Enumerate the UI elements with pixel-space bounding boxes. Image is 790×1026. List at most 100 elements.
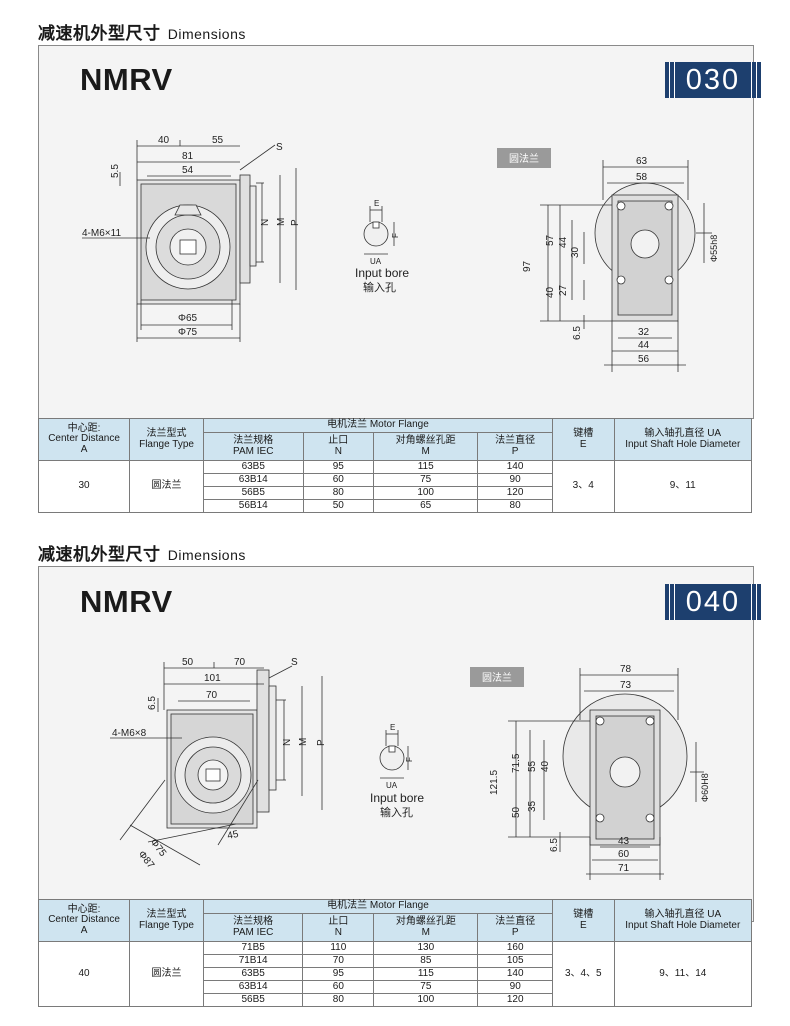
input-bore-cn: 输入孔 [380, 805, 413, 819]
dim-label: 71 [618, 863, 630, 874]
dim-label: 6.5 [549, 838, 560, 852]
cell-n: 70 [302, 954, 375, 968]
bore-label-f: F [391, 233, 400, 238]
dim-label: 78 [620, 664, 632, 675]
cell-m: 75 [373, 473, 479, 487]
bore-label-ua: UA [386, 781, 398, 790]
dim-label: 35 [527, 800, 538, 812]
dim-label: N [260, 219, 271, 226]
cell-n: 95 [302, 967, 375, 981]
cell-n: 50 [302, 499, 375, 513]
section-title-cn: 减速机外型尺寸 [38, 24, 161, 43]
technical-drawing: 圆法兰 40 55 81 54 5.5 S 4-M6×11 N M P Φ65 … [82, 135, 719, 372]
cell-pam: 63B5 [202, 967, 304, 981]
cell-p: 90 [477, 473, 553, 487]
dim-label: M [298, 738, 309, 746]
flange-tag: 圆法兰 [482, 671, 512, 684]
dim-label: Φ60H8 [700, 773, 710, 802]
cell-pam: 63B14 [202, 980, 304, 994]
bore-label-f: F [405, 757, 414, 762]
dim-label: Φ55h8 [709, 235, 719, 262]
dim-label: 40 [158, 135, 170, 146]
dim-label: 6.5 [147, 696, 158, 710]
section-title-cn: 减速机外型尺寸 [38, 545, 161, 564]
cell-p: 140 [477, 967, 553, 981]
section-title-en: Dimensions [167, 547, 246, 563]
dim-label: S [291, 657, 298, 668]
dim-label: 43 [618, 836, 630, 847]
cell-flange-type: 圆法兰 [129, 941, 204, 1007]
dim-label: Φ65 [178, 313, 198, 324]
dim-label: 58 [636, 172, 648, 183]
dim-label: N [282, 739, 293, 746]
dim-label: 50 [511, 806, 522, 818]
dim-label: 97 [522, 260, 533, 272]
dim-label: 121.5 [489, 770, 500, 795]
section-nmrv-030: 减速机外型尺寸 Dimensions NMRV 030 [37, 19, 761, 513]
cell-pam: 56B5 [202, 486, 304, 500]
dim-label: 73 [620, 680, 632, 691]
dim-label: 56 [638, 354, 650, 365]
cell-m: 100 [373, 993, 479, 1007]
cell-n: 60 [302, 473, 375, 487]
input-bore-en: Input bore [355, 266, 409, 280]
model-name: NMRV [80, 62, 173, 97]
dim-label: 63 [636, 156, 648, 167]
dim-label: P [316, 739, 327, 746]
dim-label: 45 [226, 829, 240, 842]
cell-p: 105 [477, 954, 553, 968]
flange-tag: 圆法兰 [509, 152, 539, 165]
cell-n: 80 [302, 993, 375, 1007]
cell-m: 115 [373, 967, 479, 981]
model-name: NMRV [80, 584, 173, 619]
cell-pam: 71B5 [202, 941, 304, 955]
cell-pam: 56B14 [202, 499, 304, 513]
dim-label: 57 [545, 234, 556, 246]
dim-label: Φ75 [178, 327, 198, 338]
flange-tag-bg [470, 667, 524, 687]
dim-label: 4-M6×11 [82, 228, 121, 239]
dim-label: 50 [182, 657, 194, 668]
size-badge: 040 [665, 584, 761, 620]
cell-center: 40 [37, 941, 131, 1007]
dim-label: P [290, 219, 301, 226]
cell-m: 130 [373, 941, 479, 955]
dim-label: Φ87 [136, 849, 157, 871]
flange-tag-bg [497, 148, 551, 168]
cell-p: 90 [477, 980, 553, 994]
dim-label: 55 [212, 135, 224, 146]
bore-label-e: E [390, 723, 395, 732]
cell-flange-type: 圆法兰 [129, 460, 204, 513]
dim-label: 44 [638, 340, 650, 351]
cell-m: 85 [373, 954, 479, 968]
cell-p: 160 [477, 941, 553, 955]
input-bore-en: Input bore [370, 791, 424, 805]
cell-ua: 9、11 [613, 460, 753, 513]
input-bore-cn: 输入孔 [363, 280, 396, 294]
section-title: 减速机外型尺寸 Dimensions [38, 19, 246, 44]
dim-label: 81 [182, 151, 194, 162]
dim-label: S [276, 142, 283, 153]
cell-n: 110 [302, 941, 375, 955]
dim-label: 27 [558, 284, 569, 296]
section-title-en: Dimensions [167, 26, 246, 42]
cell-pam: 71B14 [202, 954, 304, 968]
cell-p: 120 [477, 993, 553, 1007]
dim-label: M [276, 218, 287, 226]
